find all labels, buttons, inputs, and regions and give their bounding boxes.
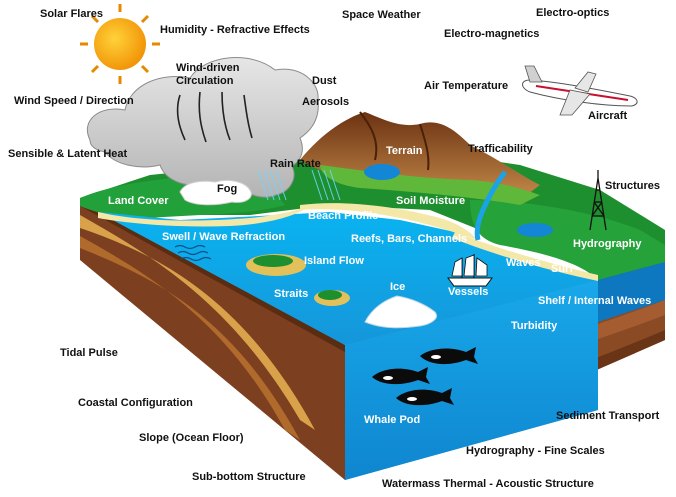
circulation-lines [176, 91, 253, 143]
label-electro-magnetics: Electro-magnetics [444, 28, 540, 40]
label-sensible-heat: Sensible & Latent Heat [8, 148, 128, 160]
label-hydrography: Hydrography [573, 238, 642, 250]
label-sub-bottom: Sub-bottom Structure [192, 471, 306, 483]
label-rain-rate: Rain Rate [270, 158, 321, 170]
label-vessels: Vessels [448, 286, 489, 298]
label-beach-profile: Beach Profile [308, 210, 379, 222]
label-fog: Fog [217, 183, 238, 195]
label-electro-optics: Electro-optics [536, 7, 610, 19]
fog-patch [179, 179, 252, 206]
lake-terrain [364, 164, 400, 180]
structures-tower-icon [589, 170, 607, 231]
label-whale-pod: Whale Pod [364, 414, 421, 426]
label-soil-moisture: Soil Moisture [396, 195, 466, 207]
label-land-cover: Land Cover [108, 195, 169, 207]
label-structures: Structures [605, 180, 661, 192]
rain-streaks [257, 169, 341, 201]
label-humidity: Humidity - Refractive Effects [160, 24, 310, 36]
left-beach [98, 205, 310, 227]
ice-floe [364, 295, 437, 329]
label-turbidity: Turbidity [511, 320, 558, 332]
label-wind-driven: Wind-driven [176, 62, 240, 74]
island-flow-island [246, 254, 306, 276]
label-aircraft: Aircraft [588, 110, 628, 122]
ship-icon [447, 254, 493, 287]
label-slope: Slope (Ocean Floor) [139, 432, 244, 444]
lake-hydrography [517, 223, 553, 237]
sun-icon [80, 4, 160, 84]
label-trafficability: Trafficability [468, 143, 533, 155]
label-hydrography-fine: Hydrography - Fine Scales [466, 445, 605, 457]
whale-pod-icon [372, 347, 478, 406]
label-shelf-waves: Shelf / Internal Waves [538, 295, 652, 307]
label-watermass: Watermass Thermal - Acoustic Structure [382, 478, 594, 490]
label-swell-refraction: Swell / Wave Refraction [162, 231, 286, 243]
label-waves: Waves [506, 257, 541, 269]
label-ice: Ice [390, 281, 406, 293]
label-dust: Dust [312, 75, 337, 87]
label-circulation: Circulation [176, 75, 234, 87]
label-tidal-pulse: Tidal Pulse [60, 347, 118, 359]
swell-marks [174, 244, 212, 262]
label-air-temperature: Air Temperature [424, 80, 509, 92]
label-terrain: Terrain [386, 145, 423, 157]
label-island-flow: Island Flow [304, 255, 364, 267]
label-coastal-configuration: Coastal Configuration [78, 397, 193, 409]
label-sediment-transport: Sediment Transport [556, 410, 660, 422]
label-straits: Straits [274, 288, 309, 300]
label-wind-speed: Wind Speed / Direction [14, 95, 134, 107]
label-aerosols: Aerosols [302, 96, 350, 108]
aircraft-icon [522, 65, 638, 116]
label-surf: Surf [551, 263, 573, 275]
straits-island [314, 290, 350, 306]
river [474, 170, 507, 241]
storm-cloud [87, 57, 319, 198]
right-beach [452, 232, 598, 281]
label-space-weather: Space Weather [342, 9, 421, 21]
label-solar-flares: Solar Flares [40, 8, 103, 20]
label-reefs: Reefs, Bars, Channels [351, 233, 468, 245]
